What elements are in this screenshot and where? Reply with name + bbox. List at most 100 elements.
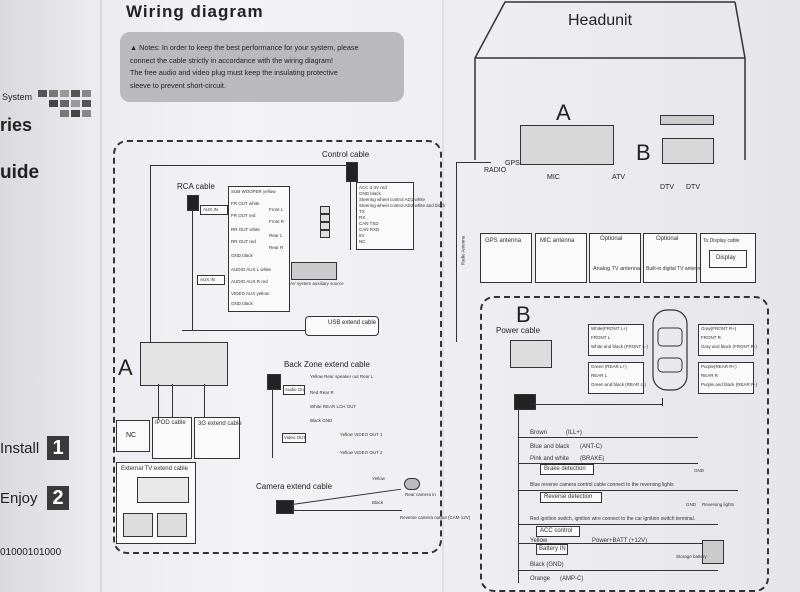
gps-antenna-box: GPS antenna xyxy=(480,233,532,283)
display-connector xyxy=(660,115,714,125)
enjoy-text: Enjoy xyxy=(0,490,38,507)
wire xyxy=(204,384,205,417)
wire xyxy=(518,463,698,464)
note-line: sleeve to prevent short-circuit. xyxy=(130,80,226,90)
wire xyxy=(518,543,718,544)
gps-label: GPS xyxy=(505,160,520,167)
rca-cable-table: SUB WOOFER yellow FR OUT white Front L F… xyxy=(228,186,290,312)
speaker-rear-r: Purple(REAR R+) REAR R Purple and black … xyxy=(698,362,757,394)
wire-func: (AMP-C) xyxy=(560,576,584,582)
display-box: To Display cable Display xyxy=(700,233,756,283)
note-box: ▲ Notes: In order to keep the best perfo… xyxy=(120,32,404,102)
headunit-connector-a xyxy=(520,125,614,165)
wire-func: (ANT-C) xyxy=(580,444,602,450)
camera-cable-label: Camera extend cable xyxy=(256,482,333,491)
wire-func: Power+BATT (+12V) xyxy=(592,538,648,544)
speaker-front-l: White(FRONT L+) FRONT L White and black … xyxy=(588,324,648,356)
wire xyxy=(172,384,173,417)
wire-label: Black (GND) xyxy=(530,562,564,568)
back-row: Yellow Rear speaker out Rear L xyxy=(310,374,374,379)
headunit-a-label: A xyxy=(556,100,571,125)
aux-in-box: AUX IN xyxy=(200,205,228,215)
camera-connector xyxy=(404,478,420,490)
ipod-cable-box: IPOD cable xyxy=(152,417,192,459)
storage-battery-label: Storage battery xyxy=(676,554,707,559)
wire-func: (BRAKE) xyxy=(580,456,605,462)
wire-label: Blue reverse camera control cable connec… xyxy=(530,482,674,488)
page-title: Wiring diagram xyxy=(126,2,264,21)
connector-a xyxy=(140,342,228,386)
aux-device-label: AV system auxiliary source xyxy=(290,281,344,286)
enjoy-step-number: 2 xyxy=(47,486,69,510)
reverse-detection-box: Reverse detection xyxy=(540,492,602,503)
rca-plug xyxy=(187,195,199,211)
wire xyxy=(456,162,457,342)
section-a-region xyxy=(113,140,442,554)
camera-row: Rear camera in xyxy=(405,492,436,497)
audio-out-box: Audio Out xyxy=(283,385,305,395)
radio-antenna-label: Radio Antenna xyxy=(460,235,466,266)
brake-detection-box: Brake detection xyxy=(540,464,594,475)
wire xyxy=(272,388,273,458)
back-zone-plug xyxy=(267,374,281,390)
atv-label: ATV xyxy=(612,174,626,181)
headunit-b-label: B xyxy=(636,140,651,165)
wire-func: (ILL+) xyxy=(566,430,582,436)
3g-cable-box: 3G extend cable xyxy=(194,417,242,459)
install-text: Install xyxy=(0,440,40,457)
dtv-label: DTV xyxy=(686,184,700,191)
radio-label: RADIO xyxy=(484,167,507,174)
battery-in-box: Battery IN xyxy=(536,544,568,555)
display-screen: Display xyxy=(709,250,747,268)
wire xyxy=(518,490,738,491)
section-b-label: B xyxy=(516,302,531,327)
acc-control-box: ACC control xyxy=(536,526,580,537)
tv-module xyxy=(137,477,189,503)
wire xyxy=(518,524,718,525)
nc-box: NC xyxy=(116,420,150,452)
series-text: ries xyxy=(0,115,33,135)
aux-device xyxy=(291,262,337,280)
control-cable-table: ACC 3.3V red GND black Steering wheel co… xyxy=(356,182,446,250)
rca-cable-label: RCA cable xyxy=(177,182,215,191)
back-zone-label: Back Zone extend cable xyxy=(284,360,370,369)
speaker-front-r: Gray(FRONT R+) FRONT R Gray and black (F… xyxy=(698,324,757,356)
wire-label: Brown xyxy=(530,430,548,436)
back-row: Yellow VIDEO OUT 2 xyxy=(340,450,383,455)
tv-device xyxy=(157,513,187,537)
note-line: connect the cable strictly in accordance… xyxy=(130,55,333,65)
wire xyxy=(530,404,662,405)
wire xyxy=(192,210,193,330)
video-out-box: Video OUT xyxy=(282,433,306,443)
wire xyxy=(150,165,151,343)
warning-icon: ▲ xyxy=(130,43,140,52)
aux-in-box: AUX IN xyxy=(197,275,225,285)
fold-line xyxy=(442,0,444,592)
headunit-title: Headunit xyxy=(568,12,633,29)
camera-row: Reverse camera output (CAM 12V) xyxy=(400,515,471,520)
power-plug xyxy=(514,394,536,410)
wire xyxy=(150,165,350,166)
power-cable-label: Power cable xyxy=(496,326,541,335)
fold-line xyxy=(100,0,102,592)
wire xyxy=(182,330,305,331)
battery-icon xyxy=(702,540,724,564)
dtv-label: DTV xyxy=(660,184,674,191)
control-cable-label: Control cable xyxy=(322,150,370,159)
wire-label: Yellow xyxy=(530,538,548,544)
back-row: White REAR LCH OUT xyxy=(310,404,357,409)
code-text: 01000101000 xyxy=(0,547,62,558)
speaker-rear-l: Green (REAR L+) REAR L Green and black (… xyxy=(588,362,646,394)
analog-tv-antenna-box: Optional Analog TV antenna xyxy=(589,233,641,283)
reversing-lights-label: Reversing lights xyxy=(702,502,735,507)
external-tv-box: External TV extend cable xyxy=(116,462,196,544)
digital-tv-antenna-box: Optional Built-in digital TV antenna xyxy=(643,233,703,283)
wire xyxy=(350,180,351,250)
back-row: Yellow VIDEO OUT 1 xyxy=(340,432,383,437)
wire-label: Red ignition switch, ignition wire conne… xyxy=(530,516,696,522)
tv-device xyxy=(123,513,153,537)
back-row: Black GND xyxy=(310,418,333,423)
headunit-connector-b xyxy=(662,138,714,164)
system-text: System xyxy=(2,92,33,102)
wire-label: Blue and black xyxy=(530,444,570,450)
